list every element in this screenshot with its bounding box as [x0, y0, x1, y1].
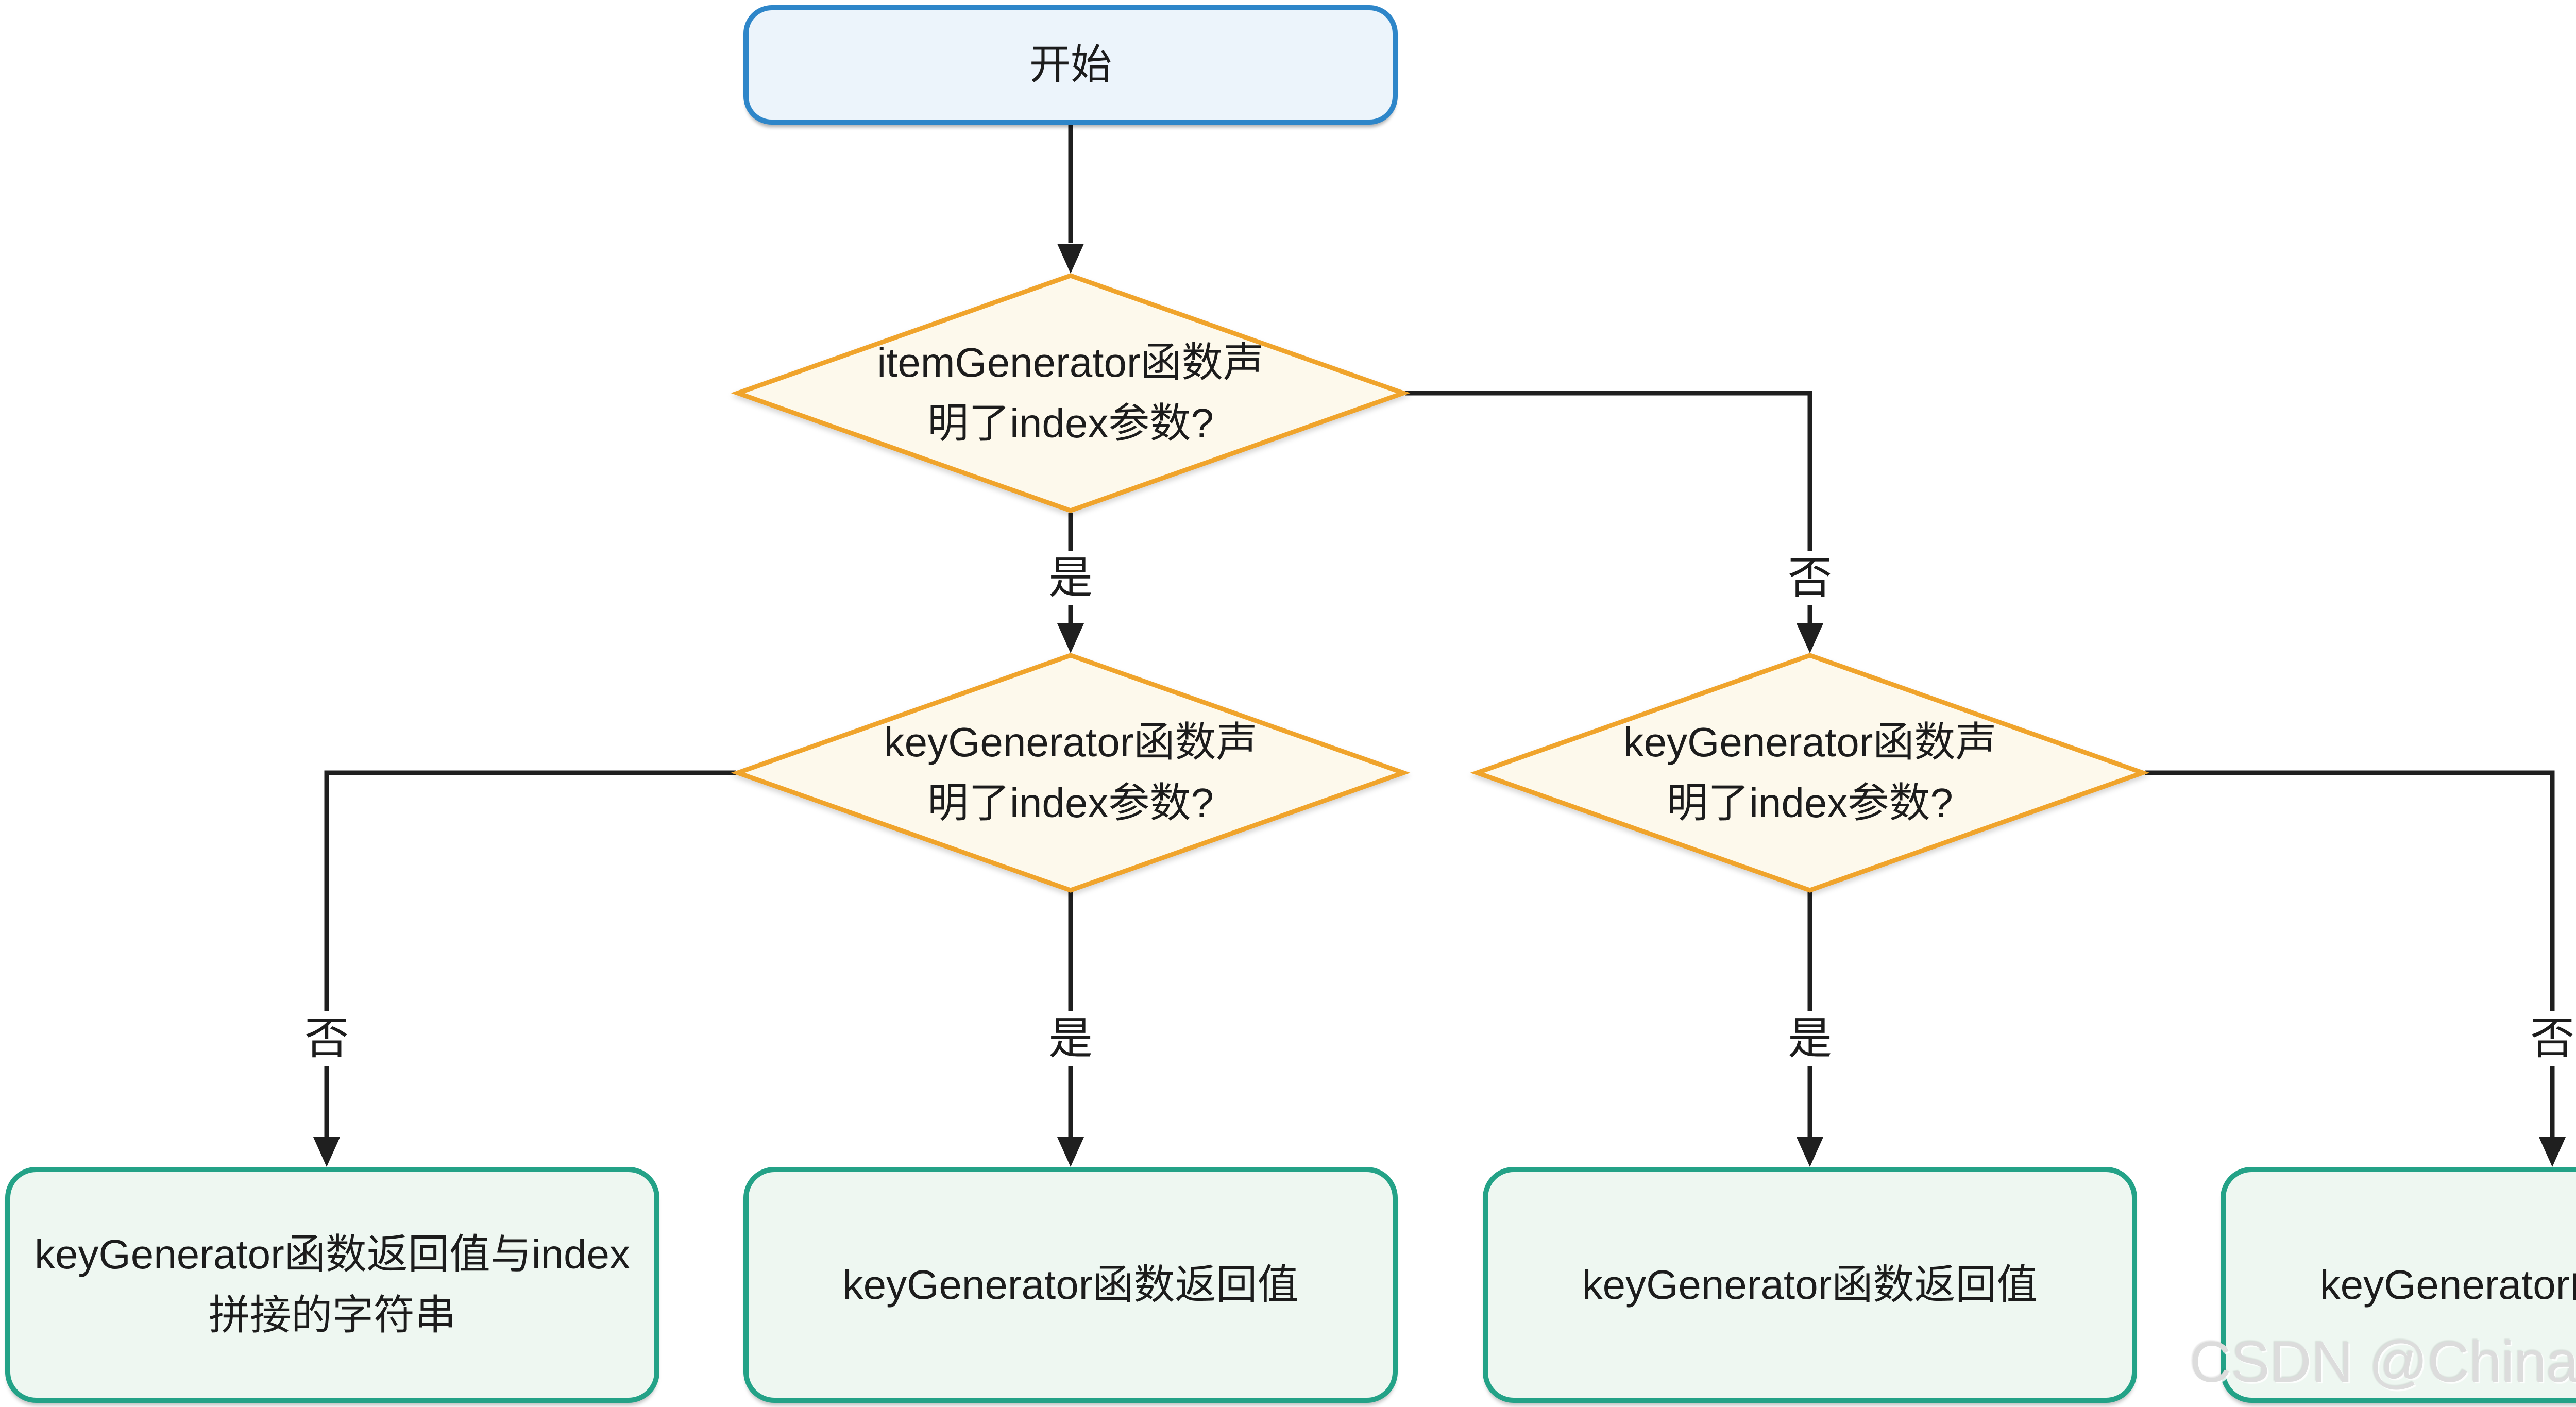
edge-key-generator-right-no: [2145, 770, 2555, 1137]
result-key-mid-node: keyGenerator函数返回值: [1483, 1167, 2137, 1403]
arrowhead-down-icon: [1797, 623, 1823, 653]
result-concat-node: keyGenerator函数返回值与index 拼接的字符串: [5, 1167, 659, 1403]
edge-item-generator-no: [1405, 391, 1812, 623]
arrowhead-down-icon: [313, 1137, 340, 1167]
edge-label-yes: 是: [1045, 1011, 1096, 1066]
edge-label-yes: 是: [1785, 1011, 1835, 1066]
edge-key-generator-left-no: [324, 770, 736, 1137]
start-node-label: 开始: [1029, 41, 1112, 88]
start-node: 开始: [743, 5, 1398, 125]
diamond-shape-icon: [736, 653, 1405, 892]
decision-item-generator: itemGenerator函数声 明了index参数?: [736, 274, 1405, 513]
diamond-shape-icon: [736, 274, 1405, 513]
result-key-right-label: keyGenerator函数返回值: [2319, 1261, 2576, 1308]
arrowhead-down-icon: [1057, 244, 1084, 274]
decision-item-generator-label: itemGenerator函数声 明了index参数?: [877, 339, 1264, 446]
arrowhead-down-icon: [1057, 1137, 1084, 1167]
edge-label-no: 否: [301, 1011, 352, 1066]
edge-label-no: 否: [2527, 1011, 2576, 1066]
diamond-shape-icon: [1475, 653, 2145, 892]
decision-key-generator-right-label: keyGenerator函数声 明了index参数?: [1623, 719, 1997, 826]
result-key-left-label: keyGenerator函数返回值: [842, 1261, 1299, 1308]
result-key-right-node: keyGenerator函数返回值: [2221, 1167, 2576, 1403]
edge-label-yes: 是: [1045, 551, 1096, 605]
decision-key-generator-right: keyGenerator函数声 明了index参数?: [1475, 653, 2145, 892]
arrowhead-down-icon: [1797, 1137, 1823, 1167]
result-key-mid-label: keyGenerator函数返回值: [1582, 1261, 2038, 1308]
arrowhead-down-icon: [1057, 623, 1084, 653]
decision-key-generator-left-label: keyGenerator函数声 明了index参数?: [884, 719, 1258, 826]
arrowhead-down-icon: [2539, 1137, 2566, 1167]
result-concat-label: keyGenerator函数返回值与index 拼接的字符串: [35, 1231, 630, 1338]
decision-key-generator-left: keyGenerator函数声 明了index参数?: [736, 653, 1405, 892]
result-key-left-node: keyGenerator函数返回值: [743, 1167, 1398, 1403]
edge-label-no: 否: [1785, 551, 1835, 605]
